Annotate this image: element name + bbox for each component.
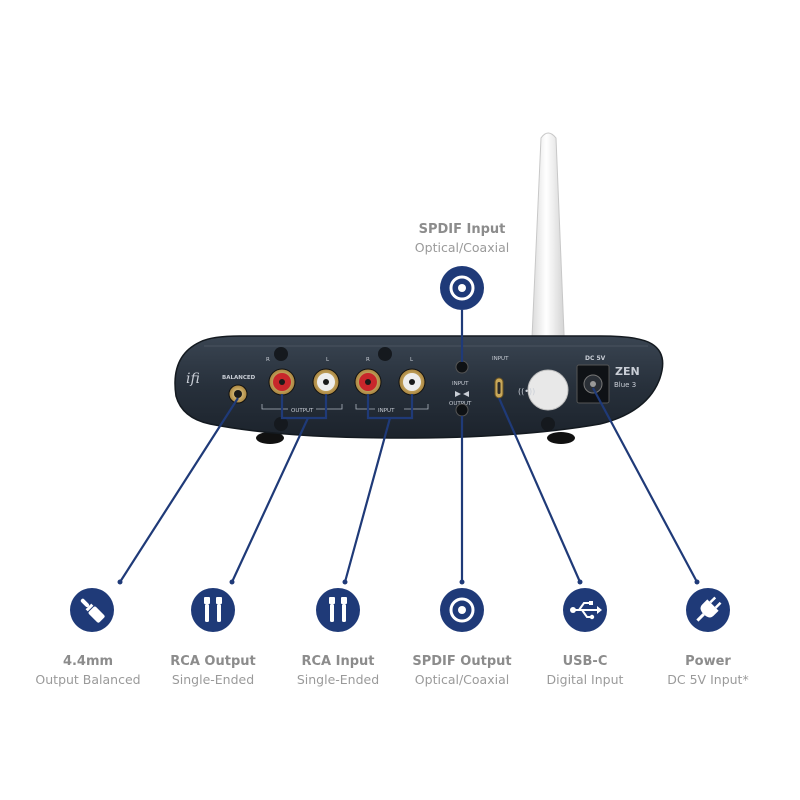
callout-subtitle: Optical/Coaxial — [414, 240, 510, 255]
jack-plug-icon — [80, 598, 105, 623]
callout-subtitle: Single-Ended — [296, 672, 380, 687]
model-subtitle: Blue 3 — [614, 381, 636, 389]
balanced-badge — [70, 588, 114, 632]
callout-title: 4.4mm — [62, 654, 114, 669]
rca-in-r-label: R — [366, 357, 370, 363]
rca-out-r-label: R — [266, 357, 270, 363]
svg-text:((•)): ((•)) — [518, 387, 535, 396]
rca-out-l-label: L — [326, 357, 330, 363]
rca-in-r-jack — [354, 368, 382, 396]
power-callout: Power DC 5V Input* — [633, 653, 783, 689]
callout-title: USB-C — [562, 654, 608, 669]
rca-plugs-icon — [204, 597, 222, 622]
rca-output-badge — [191, 588, 235, 632]
spdif-port-icon — [449, 597, 475, 623]
usb-input-label: INPUT — [492, 356, 509, 362]
callout-subtitle: Optical/Coaxial — [414, 672, 510, 687]
callout-subtitle: Single-Ended — [171, 672, 255, 687]
spdif-port-icon — [449, 275, 475, 301]
callout-dots — [117, 579, 700, 585]
callout-lines — [119, 310, 698, 583]
spdif-out-port — [455, 403, 469, 417]
balanced-callout: 4.4mm Output Balanced — [13, 653, 163, 689]
rca-plugs-icon — [329, 597, 347, 622]
rca-output-callout: RCA Output Single-Ended — [138, 653, 288, 689]
callout-subtitle: Output Balanced — [35, 672, 141, 687]
input-group-label: INPUT — [378, 408, 395, 414]
spdif-output-callout: SPDIF Output Optical/Coaxial — [387, 653, 537, 689]
callout-title: RCA Input — [301, 654, 375, 669]
line-usb-c — [497, 397, 582, 583]
brand-mark: ifi — [186, 371, 200, 387]
rca-in-l-label: L — [410, 357, 414, 363]
callout-title: SPDIF Output — [412, 654, 512, 669]
line-rca-in — [343, 394, 414, 583]
line-power — [592, 387, 698, 583]
callout-subtitle: DC 5V Input* — [667, 672, 749, 687]
spdif-input-label: INPUT — [452, 381, 469, 387]
spdif-input-callout: SPDIF Input Optical/Coaxial — [387, 221, 537, 257]
ports: ((•)) — [228, 347, 610, 431]
callout-subtitle: Digital Input — [546, 672, 624, 687]
panel-text: ifi BALANCED OUTPUT INPUT R L R L INPUT … — [186, 355, 640, 414]
callout-title: RCA Output — [170, 654, 256, 669]
usb-icon — [570, 601, 602, 620]
balanced-label: BALANCED — [222, 375, 256, 381]
spdif-input-badge — [440, 266, 484, 310]
line-rca-out — [231, 394, 328, 583]
rca-in-l-jack — [398, 368, 426, 396]
rca-input-callout: RCA Input Single-Ended — [263, 653, 413, 689]
device-feet — [256, 432, 575, 444]
rca-input-badge — [316, 588, 360, 632]
power-plug-icon — [696, 596, 722, 622]
spdif-in-port — [455, 360, 469, 374]
usb-c-callout: USB-C Digital Input — [510, 653, 660, 689]
callout-title: SPDIF Input — [418, 222, 506, 237]
usb-c-badge — [563, 588, 607, 632]
rca-out-r-jack — [268, 368, 296, 396]
callout-title: Power — [685, 654, 731, 669]
power-badge — [686, 588, 730, 632]
dc-label: DC 5V — [585, 355, 606, 362]
model-name: ZEN — [615, 365, 640, 378]
output-group-label: OUTPUT — [291, 408, 314, 414]
rca-out-l-jack — [312, 368, 340, 396]
line-balanced — [119, 397, 239, 583]
spdif-output-badge — [440, 588, 484, 632]
